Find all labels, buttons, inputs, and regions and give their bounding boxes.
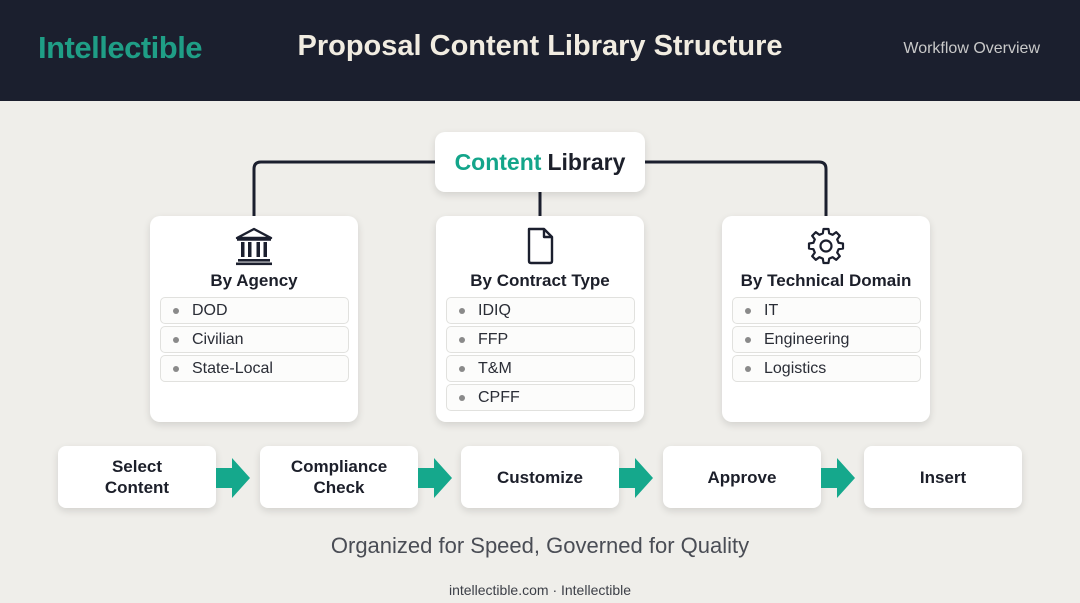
header-bar: Intellectible Proposal Content Library S… [0, 0, 1080, 101]
root-rest-word: Library [547, 148, 626, 175]
category-by-agency: By Agency DOD Civilian State-Local [150, 216, 358, 422]
category-title: By Contract Type [470, 271, 610, 290]
list-item: IT [732, 297, 921, 324]
step-customize: Customize [461, 446, 619, 508]
step-approve: Approve [663, 446, 821, 508]
list-item: IDIQ [446, 297, 635, 324]
list-item: State-Local [160, 355, 349, 382]
page-subtitle: Workflow Overview [903, 40, 1040, 57]
list-item: Engineering [732, 326, 921, 353]
category-title: By Agency [210, 271, 298, 290]
document-icon [436, 226, 644, 266]
category-by-technical-domain: By Technical Domain IT Engineering Logis… [722, 216, 930, 422]
list-item: T&M [446, 355, 635, 382]
arrow-right-icon [619, 458, 653, 498]
footer-text: intellectible.com · Intellectible [448, 582, 632, 598]
category-by-contract-type: By Contract Type IDIQ FFP T&M CPFF [436, 216, 644, 422]
content-library-node: Content Library [435, 132, 645, 192]
list-item: FFP [446, 326, 635, 353]
category-title: By Technical Domain [740, 271, 912, 290]
arrow-right-icon [821, 458, 855, 498]
step-compliance-check: Compliance Check [260, 446, 418, 508]
arrow-right-icon [216, 458, 250, 498]
arrow-right-icon [418, 458, 452, 498]
step-select-content: Select Content [58, 446, 216, 508]
list-item: CPFF [446, 384, 635, 411]
root-accent-word: Content [454, 148, 542, 175]
list-item: Civilian [160, 326, 349, 353]
gear-icon [722, 226, 930, 266]
list-item: DOD [160, 297, 349, 324]
tagline: Organized for Speed, Governed for Qualit… [330, 533, 750, 558]
list-item: Logistics [732, 355, 921, 382]
page-title: Proposal Content Library Structure [297, 30, 783, 62]
bank-building-icon [150, 226, 358, 266]
step-insert: Insert [864, 446, 1022, 508]
brand-logo: Intellectible [38, 30, 203, 65]
